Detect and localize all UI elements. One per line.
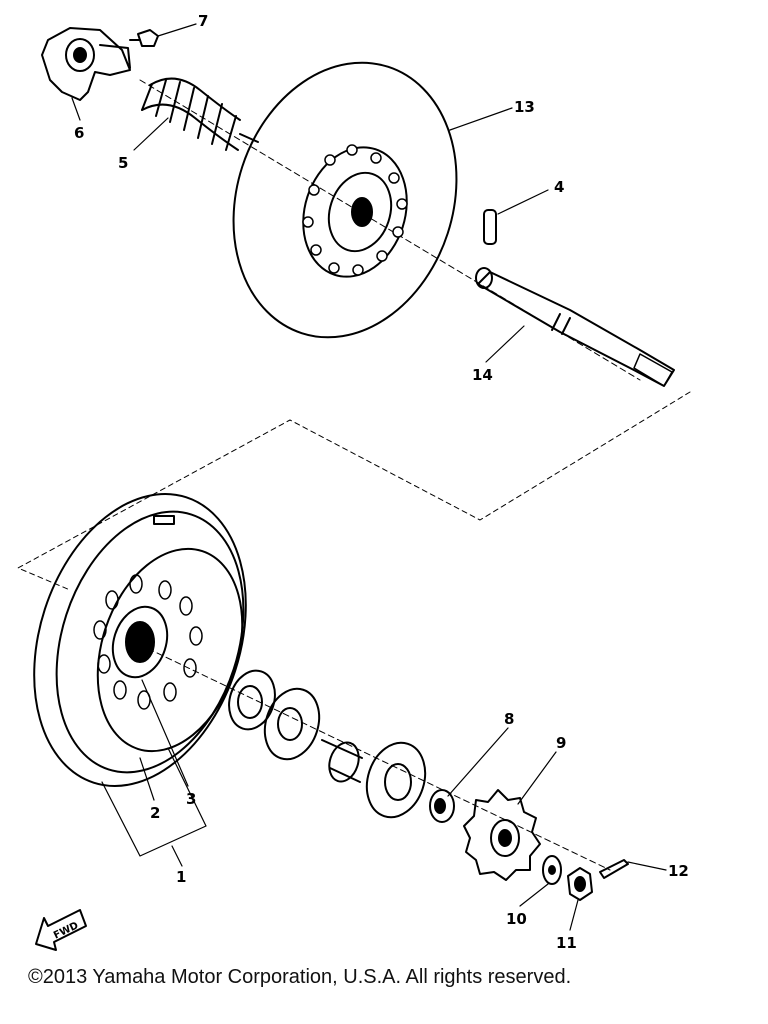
callout-6: 6: [74, 124, 84, 142]
callout-2: 2: [150, 804, 160, 822]
bracket-part-6: [41, 27, 131, 101]
collar-part-8: [429, 789, 455, 823]
leader-10: [519, 883, 549, 907]
copyright-notice: ©2013 Yamaha Motor Corporation, U.S.A. A…: [28, 966, 572, 988]
leader-4: [497, 189, 549, 215]
leader-13: [449, 107, 513, 131]
drum-part-2: [33, 493, 247, 787]
callout-14: 14: [472, 366, 493, 384]
leader-1: [171, 845, 183, 867]
assembly-outline: [17, 391, 691, 591]
callout-13: 13: [514, 98, 535, 116]
leader-8: [447, 727, 509, 797]
leader-5: [133, 117, 169, 151]
lower-axis-dash: [129, 639, 611, 871]
leader-11: [569, 899, 579, 931]
callout-7: 7: [198, 12, 208, 30]
leader-12: [627, 861, 667, 871]
callout-1: 1: [176, 868, 186, 886]
leader-2: [139, 757, 155, 801]
callout-5: 5: [118, 154, 128, 172]
fwd-arrow-icon: [35, 909, 87, 951]
leader-6: [71, 97, 81, 121]
washer-part-10: [542, 855, 562, 885]
callout-8: 8: [504, 710, 514, 728]
leader-1-bracket: [101, 747, 207, 857]
fwd-label: FWD: [52, 920, 80, 941]
cotter-pin-part-12: [599, 859, 629, 879]
spring-part-5: [141, 77, 259, 151]
leader-3: [141, 679, 189, 787]
pin-part-4: [483, 209, 497, 245]
leader-9: [517, 751, 557, 805]
bearing-2: [263, 687, 321, 761]
fitting-part-7: [129, 29, 159, 47]
shaft-part-14: [475, 267, 675, 387]
sprocket-part-9: [463, 789, 541, 881]
bearing-3: [365, 741, 427, 819]
callout-3: 3: [186, 790, 196, 808]
callout-9: 9: [556, 734, 566, 752]
bearing-1: [228, 669, 276, 731]
nut-part-11: [567, 867, 593, 901]
exploded-parts-diagram: 7 6 5 13 4 14 8 9 3 2 1 12 10 11 FWD: [17, 12, 691, 952]
leader-7: [157, 23, 197, 37]
callout-11: 11: [556, 934, 577, 952]
callout-4: 4: [554, 178, 564, 196]
callout-12: 12: [668, 862, 689, 880]
callout-10: 10: [506, 910, 527, 928]
leader-14: [485, 325, 525, 363]
spacer-collar: [321, 739, 363, 783]
disc-part-13: [232, 61, 458, 339]
